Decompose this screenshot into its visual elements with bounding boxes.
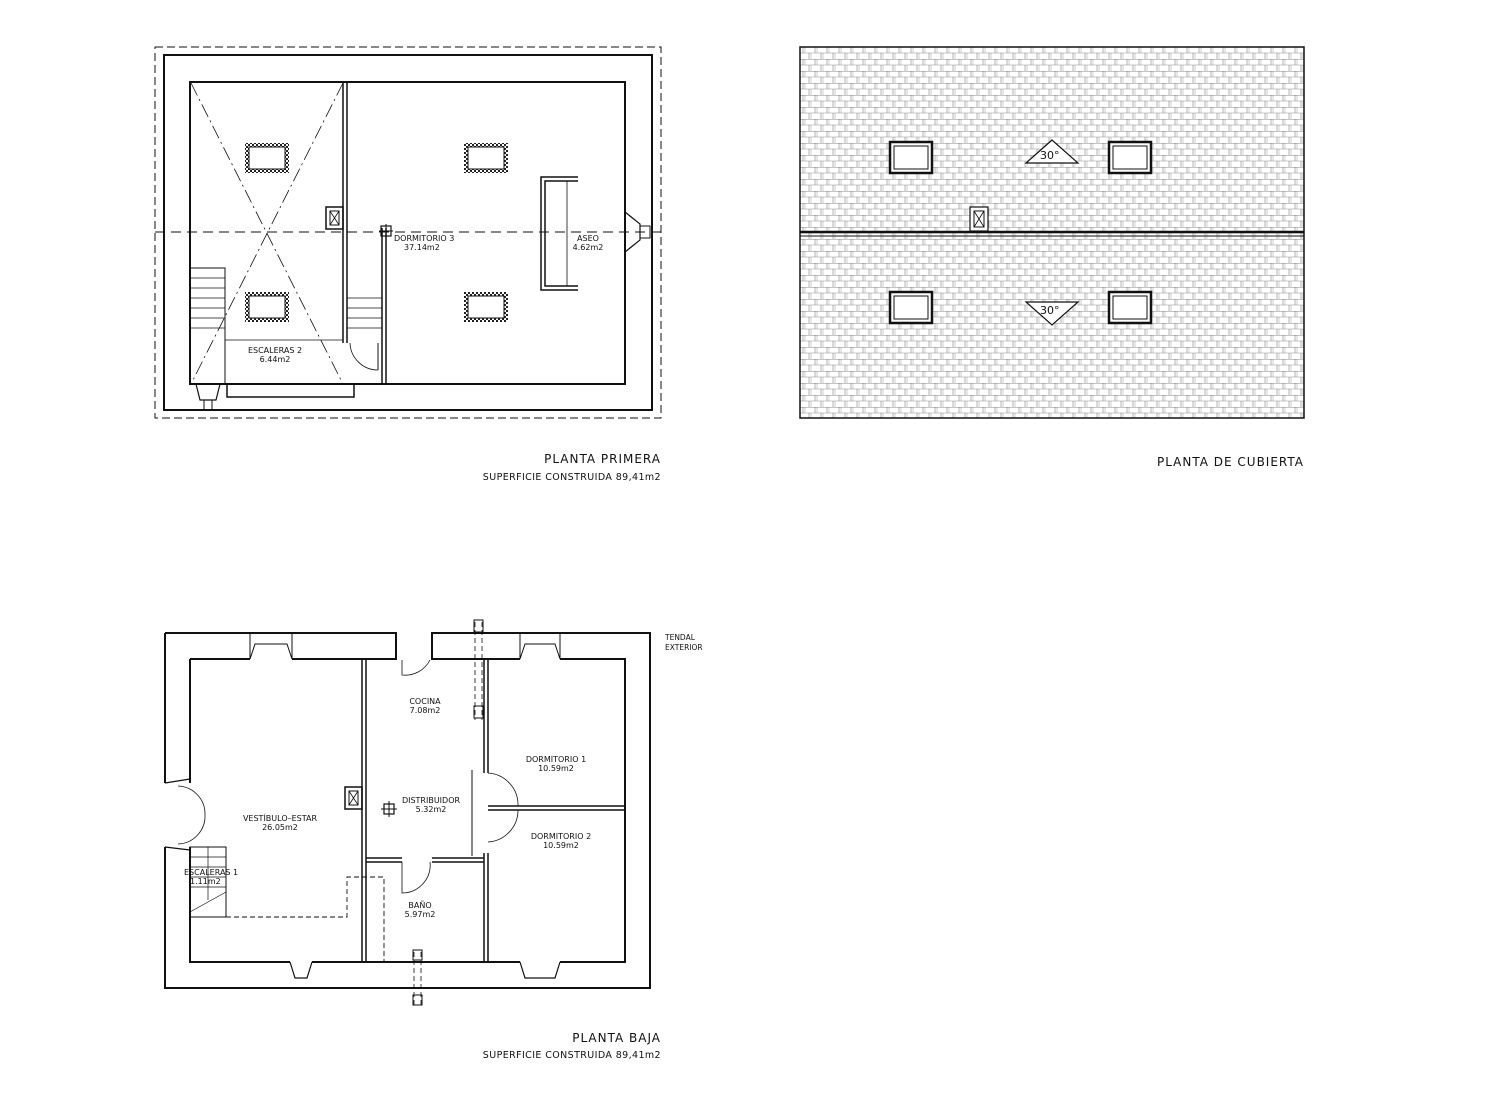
room-area: 4.62m2: [572, 243, 604, 252]
room-area: 10.59m2: [543, 841, 579, 850]
room-name: DORMITORIO 3: [394, 234, 455, 243]
plan-title-baja: PLANTA BAJA: [572, 1031, 661, 1045]
slope-label-south: 30°: [1040, 304, 1060, 317]
room-label-cocina: COCINA 7.08m2: [395, 697, 455, 715]
room-name: DISTRIBUIDOR: [401, 796, 461, 805]
planta-primera: [154, 46, 662, 419]
room-label-distribuidor: DISTRIBUIDOR 5.32m2: [393, 796, 469, 814]
room-area: 5.97m2: [404, 910, 436, 919]
planta-baja: [164, 619, 651, 1006]
room-area: 1.11m2: [190, 877, 221, 886]
room-area: 6.44m2: [259, 355, 291, 364]
room-area: 26.05m2: [262, 823, 298, 832]
plan-title-cubierta: PLANTA DE CUBIERTA: [1156, 455, 1304, 469]
room-label-escaleras-2: ESCALERAS 2 6.44m2: [235, 346, 315, 364]
room-area: 37.14m2: [404, 243, 440, 252]
room-label-bano: BAÑO 5.97m2: [397, 901, 443, 919]
room-name: DORMITORIO 1: [525, 755, 587, 764]
room-name: VESTÍBULO–ESTAR: [242, 814, 318, 823]
note-line: TENDAL: [665, 633, 695, 642]
room-label-escaleras-1: ESCALERAS 1 1.11m2: [184, 868, 244, 886]
tendal-exterior-note: TENDAL EXTERIOR: [665, 633, 703, 653]
planta-cubierta: [799, 46, 1305, 419]
room-area: 5.32m2: [415, 805, 447, 814]
room-label-vestibulo-estar: VESTÍBULO–ESTAR 26.05m2: [232, 814, 328, 832]
room-label-dormitorio-2: DORMITORIO 2 10.59m2: [521, 832, 601, 850]
room-name: DORMITORIO 2: [530, 832, 592, 841]
room-area: 7.08m2: [409, 706, 441, 715]
room-name: BAÑO: [408, 901, 432, 910]
plan-surface-baja: SUPERFICIE CONSTRUIDA 89,41m2: [482, 1050, 661, 1061]
plan-title-primera: PLANTA PRIMERA: [544, 452, 661, 466]
room-label-aseo: ASEO 4.62m2: [568, 234, 608, 252]
room-name: ASEO: [577, 234, 599, 243]
room-label-dormitorio-1: DORMITORIO 1 10.59m2: [516, 755, 596, 773]
room-area: 10.59m2: [538, 764, 574, 773]
room-name: ESCALERAS 2: [247, 346, 303, 355]
room-name: ESCALERAS 1: [184, 868, 239, 877]
note-line: EXTERIOR: [665, 643, 703, 652]
slope-label-north: 30°: [1040, 149, 1060, 162]
room-label-dormitorio-3: DORMITORIO 3 37.14m2: [394, 234, 454, 252]
plan-surface-primera: SUPERFICIE CONSTRUIDA 89,41m2: [482, 472, 661, 483]
room-name: COCINA: [409, 697, 441, 706]
